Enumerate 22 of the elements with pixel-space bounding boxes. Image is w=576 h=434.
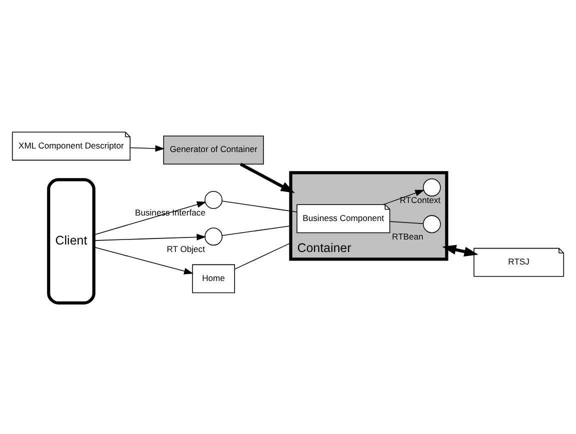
node-box: Client [47, 178, 96, 304]
arrow [442, 244, 478, 256]
connector [390, 220, 424, 224]
node-circle [422, 214, 441, 233]
node-circle [422, 178, 441, 196]
node-circle [204, 227, 222, 246]
connector [234, 242, 292, 270]
arrow [382, 189, 424, 205]
node-label: RT Object [166, 244, 205, 254]
connector [222, 200, 298, 212]
node-box: Home [192, 264, 235, 293]
node-circle [204, 190, 222, 208]
node-label: RTContext [400, 194, 441, 204]
arrow [130, 144, 165, 152]
node-label: RTBean [392, 231, 424, 242]
node-box: Generator of Container [163, 135, 264, 164]
connector [222, 225, 292, 236]
arrow [94, 246, 194, 274]
arrow [94, 200, 206, 235]
arrow [94, 233, 206, 240]
node-label: Business Interface [135, 206, 206, 217]
arrow [240, 162, 295, 193]
